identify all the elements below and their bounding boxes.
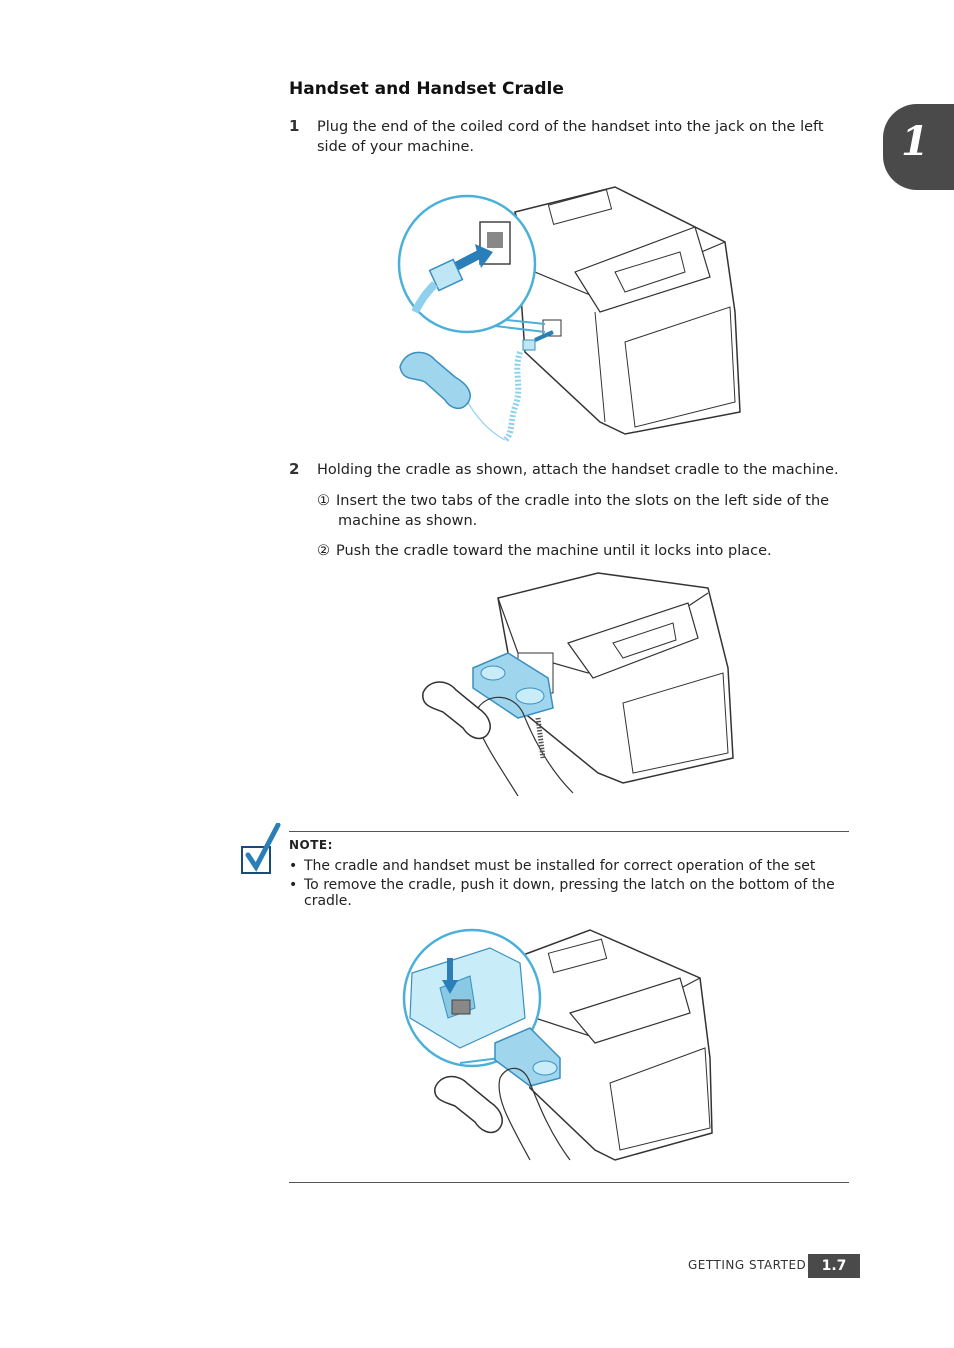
substep-1-text-line2: machine as shown.: [338, 513, 478, 529]
substep-1-marker: ①: [317, 493, 330, 509]
substep-1-text-line1: Insert the two tabs of the cradle into t…: [336, 493, 830, 509]
note-bullet-2-line2: cradle.: [304, 893, 352, 909]
step-2-text: Holding the cradle as shown, attach the …: [317, 462, 839, 478]
note-bullet-2-line1: To remove the cradle, push it down, pres…: [304, 877, 835, 893]
step-2-number: 2: [289, 460, 300, 478]
page-number: 1.7: [808, 1254, 860, 1278]
note-bullet-1: The cradle and handset must be installed…: [304, 858, 816, 874]
note-label-text: NOTE: [289, 838, 328, 852]
jack-illustration: [397, 186, 741, 443]
substep-2-marker: ②: [317, 543, 330, 559]
chapter-number: 1: [901, 118, 929, 165]
step-1-text-line1: Plug the end of the coiled cord of the h…: [317, 119, 824, 135]
step-1-text-line2: side of your machine.: [317, 139, 475, 155]
chapter-tab: 1: [883, 104, 954, 190]
footer-section: GETTING STARTED: [688, 1258, 807, 1272]
note-bullet-dot-1: •: [289, 858, 298, 874]
note-label-suffix: :: [327, 838, 333, 852]
note-bottom-rule: [289, 1182, 849, 1183]
page-title: Handset and Handset Cradle: [289, 79, 564, 99]
note-bullet-dot-2: •: [289, 877, 298, 893]
note-top-rule: [289, 831, 849, 832]
step-1-number: 1: [289, 117, 300, 135]
checkmark-icon: [241, 823, 281, 874]
substep-2-text: Push the cradle toward the machine until…: [336, 543, 772, 559]
cradle-attach-illustration: [422, 572, 734, 796]
cradle-remove-illustration: [402, 928, 713, 1161]
note-label: NOTE:: [289, 838, 333, 852]
